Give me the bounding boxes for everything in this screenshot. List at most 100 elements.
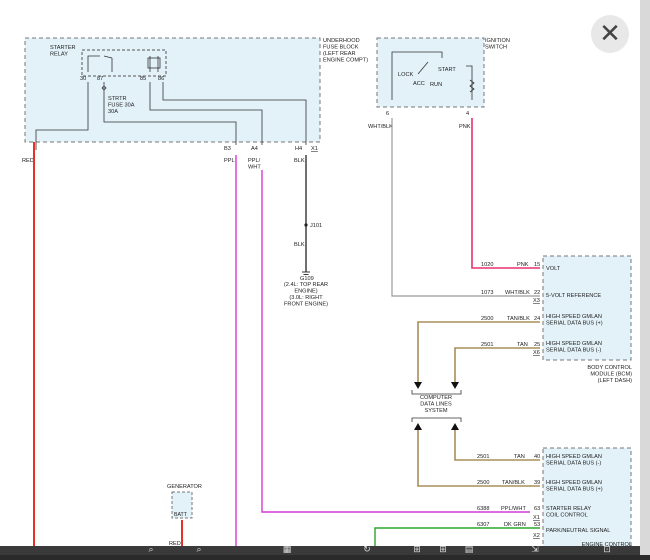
relay-pin-85: 85: [140, 76, 146, 82]
ign-pos-lock: LOCK: [398, 72, 414, 78]
ecm-color-tan-blk: TAN/BLK: [502, 480, 525, 486]
bcm-pin-24: 24: [534, 316, 540, 322]
ecm-partial-label: ENGINE CONTROL: [582, 542, 632, 548]
ground-label: G109: [300, 276, 314, 282]
wire-color-red: RED: [22, 158, 34, 164]
ecm-pin-40: 40: [534, 454, 540, 460]
wire-color-ppl-wht: PPL/WHT: [248, 158, 261, 171]
ecm-conn-x2: X2: [533, 533, 540, 539]
wire-color-ppl: PPL: [224, 158, 235, 164]
fuse-pin-b3: B3: [224, 146, 231, 152]
fuse-block-box: [24, 37, 321, 143]
zoom-icon[interactable]: ⌕: [196, 545, 202, 555]
ign-pin-6: 6: [386, 111, 389, 117]
ecm-circuit-2501: 2501: [477, 454, 489, 460]
ign-pos-acc: ACC: [413, 81, 425, 87]
ecm-circuit-6388: 6388: [477, 506, 489, 512]
bcm-circuit-2500: 2500: [481, 316, 493, 322]
wire-color-blk: BLK: [294, 158, 305, 164]
ign-pin-4: 4: [466, 111, 469, 117]
bcm-conn-x6: X6: [533, 350, 540, 356]
scrollbar[interactable]: [640, 0, 650, 555]
bcm-color-tan: TAN: [517, 342, 528, 348]
batt-label: BATT: [174, 512, 188, 518]
bcm-conn-x3: X3: [533, 298, 540, 304]
data-bracket-top: [411, 390, 462, 395]
fuse-conn-x1: X1: [311, 146, 318, 152]
wire-tan-ecm: [454, 430, 540, 461]
wire-color-pnk: PNK: [459, 124, 471, 130]
wire-ppl-wht: [261, 170, 530, 513]
ignition-switch-box: [376, 37, 485, 108]
ecm-box: [542, 447, 632, 549]
ground-symbol: [302, 271, 310, 275]
data-arrow-up-right: [451, 423, 459, 430]
wire-tan-blk-bcm: [417, 321, 540, 385]
relay-outline: [81, 49, 167, 77]
fuse-symbol: [101, 82, 107, 96]
tool-icon-2[interactable]: ⊞: [439, 545, 447, 555]
data-arrow-up-left: [414, 423, 422, 430]
ecm-pin-63: 63: [534, 506, 540, 512]
bcm-box: [542, 255, 632, 361]
wire-tan-bcm: [454, 347, 540, 385]
ecm-pin-39: 39: [534, 480, 540, 486]
ecm-circuit-2500: 2500: [477, 480, 489, 486]
bcm-label-5v: 5-VOLT REFERENCE: [546, 293, 601, 299]
tool-icon-5[interactable]: ⊡: [603, 545, 611, 555]
relay-pin-30: 30: [80, 76, 86, 82]
rotate-icon[interactable]: ↻: [363, 545, 371, 555]
data-arrow-down-left: [414, 382, 422, 389]
bcm-pin-25: 25: [534, 342, 540, 348]
ecm-conn-x1: X1: [533, 515, 540, 521]
bcm-pin-22: 22: [534, 290, 540, 296]
ign-pos-start: START: [438, 67, 456, 73]
data-arrow-down-right: [451, 382, 459, 389]
tool-icon-1[interactable]: ⊞: [413, 545, 421, 555]
wire-wht-blk: [391, 118, 540, 297]
bcm-label-volt: VOLT: [546, 266, 561, 272]
ecm-pin-53: 53: [534, 522, 540, 528]
bcm-circuit-2501: 2501: [481, 342, 493, 348]
bcm-circuit-1073: 1073: [481, 290, 493, 296]
generator-box: [171, 491, 193, 519]
fuse-pin-h4: H4: [295, 146, 302, 152]
relay-pin-86: 86: [158, 76, 164, 82]
ign-pos-run: RUN: [430, 82, 442, 88]
relay-pin-87: 87: [97, 76, 103, 82]
fuse-pin-a4: A4: [251, 146, 258, 152]
ecm-color-ppl-wht: PPL/WHT: [501, 506, 526, 512]
bcm-color-pnk: PNK: [517, 262, 529, 268]
grid-icon[interactable]: ▦: [282, 545, 292, 555]
ecm-color-dk-grn: DK GRN: [504, 522, 526, 528]
wire-pnk: [471, 118, 540, 269]
generator-label: GENERATOR: [167, 484, 202, 490]
ecm-label-park-neutral: PARK/NEUTRAL SIGNAL: [546, 528, 610, 534]
gen-wire-color: RED: [169, 541, 181, 547]
tool-icon-4[interactable]: ⇲: [531, 545, 539, 555]
viewer-toolbar: [0, 546, 640, 555]
wire-color-wht-blk: WHT/BLK: [368, 124, 393, 130]
search-icon[interactable]: ⌕: [148, 545, 154, 555]
wire-color-blk-2: BLK: [294, 242, 305, 248]
splice-j101: J101: [310, 223, 322, 229]
bcm-pin-15: 15: [534, 262, 540, 268]
bcm-color-tan-blk: TAN/BLK: [507, 316, 530, 322]
bcm-color-wht-blk: WHT/BLK: [505, 290, 530, 296]
close-button[interactable]: ✕: [591, 15, 629, 53]
bcm-circuit-1020: 1020: [481, 262, 493, 268]
tool-icon-3[interactable]: ▤: [464, 545, 474, 555]
